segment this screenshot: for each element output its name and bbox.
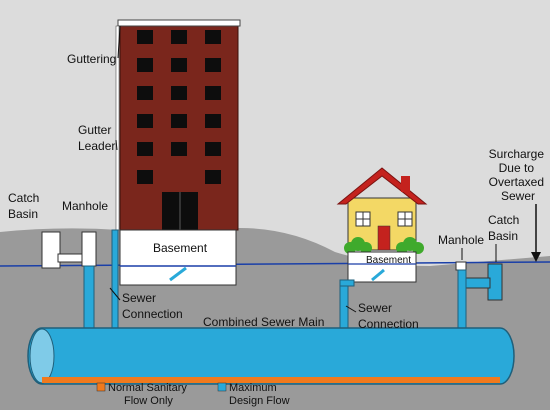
normal-flow-band — [42, 377, 500, 383]
basement-building-label: Basement — [153, 241, 208, 255]
left-manhole-shaft — [83, 265, 95, 329]
right-manhole — [455, 261, 467, 271]
basement-house-label: Basement — [366, 255, 411, 266]
sewer-connection-left-label: Sewer Connection — [122, 291, 183, 321]
house-sewer-connection-pipe — [339, 279, 349, 329]
guttering-label: Guttering — [67, 52, 116, 66]
combined-sewer-main — [27, 327, 515, 385]
gutter-leader-label: Gutter Leader — [78, 123, 115, 153]
house-bushes — [344, 237, 424, 254]
house-basement — [347, 251, 417, 283]
leader-lines — [109, 25, 497, 313]
left-manhole — [81, 231, 97, 267]
house-windows — [355, 211, 413, 227]
gutter-leader-drop — [111, 229, 119, 329]
legend-maximum-swatch — [217, 382, 227, 392]
surcharge-label: Surcharge Due to Overtaxed Sewer — [489, 147, 548, 203]
left-catch-basin — [41, 231, 83, 269]
house-lateral — [339, 279, 355, 287]
right-catch-basin — [463, 263, 503, 301]
building-door — [162, 192, 198, 230]
combined-sewer-main-label: Combined Sewer Main — [203, 315, 324, 329]
catch-basin-left-label: Catch Basin — [8, 191, 43, 221]
house-roof — [336, 167, 428, 205]
manhole-left-label: Manhole — [62, 199, 108, 213]
sewer-connection-right-label: Sewer Connection — [358, 301, 419, 331]
catch-basin-right-label: Catch Basin — [488, 213, 523, 243]
legend-maximum-label: Maximum Design Flow — [229, 382, 290, 407]
building-windows — [137, 30, 221, 184]
legend-normal-swatch — [96, 382, 106, 392]
house — [336, 167, 428, 254]
surcharge-arrow — [531, 204, 541, 262]
legend: Normal Sanitary Flow Only Maximum Design… — [96, 382, 290, 407]
legend-normal-label: Normal Sanitary Flow Only — [108, 382, 190, 407]
house-door — [377, 225, 391, 251]
guttering — [117, 19, 241, 27]
manhole-right-label: Manhole — [438, 233, 484, 247]
right-manhole-shaft — [457, 269, 467, 329]
apartment-building — [115, 19, 241, 231]
building-basement — [119, 229, 237, 286]
